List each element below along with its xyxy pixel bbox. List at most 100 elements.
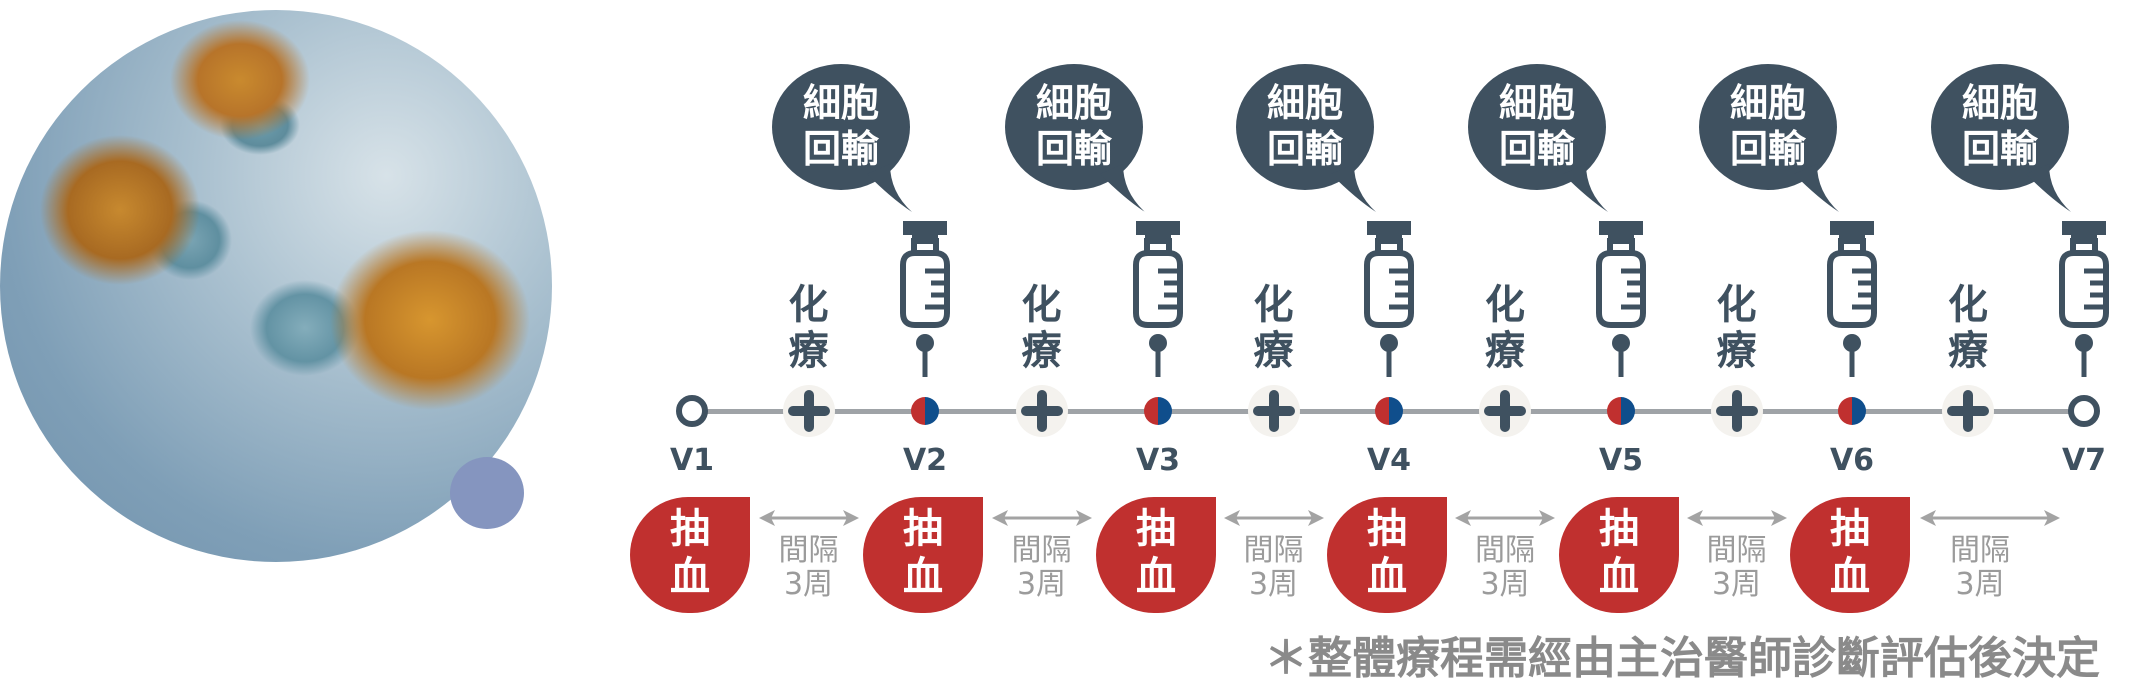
chemo-plus-icon — [1710, 385, 1763, 437]
syringe-icon — [1128, 221, 1188, 386]
text-line: 間隔 — [1950, 533, 2010, 568]
visit-marker-dot — [1838, 397, 1866, 425]
text-line: 血 — [1136, 554, 1176, 600]
double-arrow-icon — [991, 510, 1092, 526]
text-line: 抽 — [670, 506, 710, 552]
speech-bubble-icon — [1468, 64, 1608, 212]
chemo-label: 化療 — [1244, 282, 1304, 374]
visit-marker-ring — [676, 395, 708, 427]
visit-label: V1 — [669, 443, 715, 478]
double-arrow-icon — [1920, 510, 2060, 526]
syringe-icon — [1596, 221, 1646, 377]
chemo-plus-icon — [1247, 385, 1300, 437]
text-line: 療 — [1253, 328, 1294, 374]
visit-label: V3 — [1135, 443, 1181, 478]
blood-draw-drop: 抽血 — [863, 497, 983, 613]
text-line: 抽 — [1830, 506, 1870, 552]
text-line: 療 — [1716, 328, 1757, 374]
text-line: 3周 — [1248, 567, 1299, 602]
text-line: 回輸 — [1266, 127, 1343, 171]
text-line: 間隔 — [1243, 533, 1304, 568]
text-line: 抽 — [1136, 506, 1176, 552]
text-line: 3周 — [1016, 567, 1067, 602]
syringe-icon — [1364, 221, 1414, 377]
text-line: 3周 — [783, 567, 834, 602]
text-line: 間隔 — [778, 533, 839, 568]
visit-label: V7 — [2061, 443, 2107, 478]
syringe-icon — [1133, 221, 1183, 377]
visit-marker-dot — [1144, 397, 1172, 425]
speech-bubble-icon — [1699, 64, 1839, 212]
syringe-icon — [2054, 221, 2114, 386]
chemo-label: 化療 — [1938, 282, 1998, 374]
text-line: 血 — [903, 554, 943, 600]
text-line: 間隔 — [1011, 533, 1072, 568]
syringe-icon — [2059, 221, 2109, 377]
text-line: 回輸 — [802, 127, 879, 171]
speech-bubble-icon — [1005, 64, 1145, 212]
text-line: 療 — [1021, 328, 1062, 374]
text-line: 化 — [1253, 282, 1294, 328]
visit-marker-ring — [2068, 395, 2100, 427]
double-arrow-icon — [1455, 510, 1555, 526]
text-line: 血 — [1367, 554, 1407, 600]
syringe-icon — [1822, 221, 1882, 386]
text-line: 療 — [1948, 328, 1988, 374]
text-line: 抽 — [1367, 506, 1407, 552]
chemo-plus-icon — [1942, 385, 1994, 437]
decorative-circle — [450, 457, 524, 529]
text-line: 細胞 — [802, 81, 879, 125]
blood-draw-drop: 抽血 — [630, 497, 750, 613]
text-line: 血 — [1830, 554, 1870, 600]
text-line: 化 — [1948, 282, 1988, 328]
visit-label: V5 — [1598, 443, 1644, 478]
text-line: 回輸 — [1729, 127, 1806, 171]
syringe-icon — [1591, 221, 1651, 386]
blood-draw-drop: 抽血 — [1327, 497, 1447, 613]
visit-marker-dot — [911, 397, 939, 425]
text-line: 血 — [670, 554, 710, 600]
double-arrow-icon — [758, 510, 859, 526]
footnote: ＊整體療程需經由主治醫師診斷評估後決定 — [1264, 633, 2100, 684]
syringe-icon — [895, 221, 955, 386]
speech-bubble-icon — [1236, 64, 1376, 212]
chemo-plus-icon — [782, 385, 835, 437]
chemo-plus-icon — [1479, 385, 1531, 437]
visit-marker-dot — [1607, 397, 1635, 425]
chemo-label: 化療 — [1012, 282, 1072, 374]
text-line: 3周 — [1711, 567, 1762, 602]
text-line: 化 — [1021, 282, 1062, 328]
blood-draw-drop: 抽血 — [1559, 497, 1679, 613]
text-line: 細胞 — [1266, 81, 1343, 125]
bubble-cell-infusion: 細胞回輸 — [772, 64, 912, 212]
bubble-cell-infusion: 細胞回輸 — [1699, 64, 1839, 212]
bubble-cell-infusion: 細胞回輸 — [1931, 64, 2071, 212]
double-arrow-icon — [1686, 510, 1787, 526]
text-line: 抽 — [903, 506, 943, 552]
text-line: 療 — [788, 328, 829, 374]
visit-label: V2 — [902, 443, 948, 478]
visit-label: V6 — [1829, 443, 1875, 478]
bubble-cell-infusion: 細胞回輸 — [1005, 64, 1145, 212]
text-line: 療 — [1485, 328, 1525, 374]
chemo-label: 化療 — [779, 282, 839, 374]
visit-label: V4 — [1366, 443, 1412, 478]
bubble-cell-infusion: 細胞回輸 — [1468, 64, 1608, 212]
text-line: 回輸 — [1498, 127, 1575, 171]
text-line: 化 — [1485, 282, 1525, 328]
double-arrow-icon — [1223, 510, 1324, 526]
chemo-label: 化療 — [1475, 282, 1535, 374]
text-line: 化 — [788, 282, 829, 328]
blood-draw-drop: 抽血 — [1096, 497, 1216, 613]
blood-draw-drop: 抽血 — [1790, 497, 1910, 613]
syringe-icon — [900, 221, 950, 377]
text-line: 3周 — [1955, 567, 2005, 602]
text-line: 3周 — [1480, 567, 1530, 602]
text-line: 化 — [1716, 282, 1757, 328]
text-line: 細胞 — [1961, 81, 2038, 125]
text-line: 細胞 — [1729, 81, 1806, 125]
